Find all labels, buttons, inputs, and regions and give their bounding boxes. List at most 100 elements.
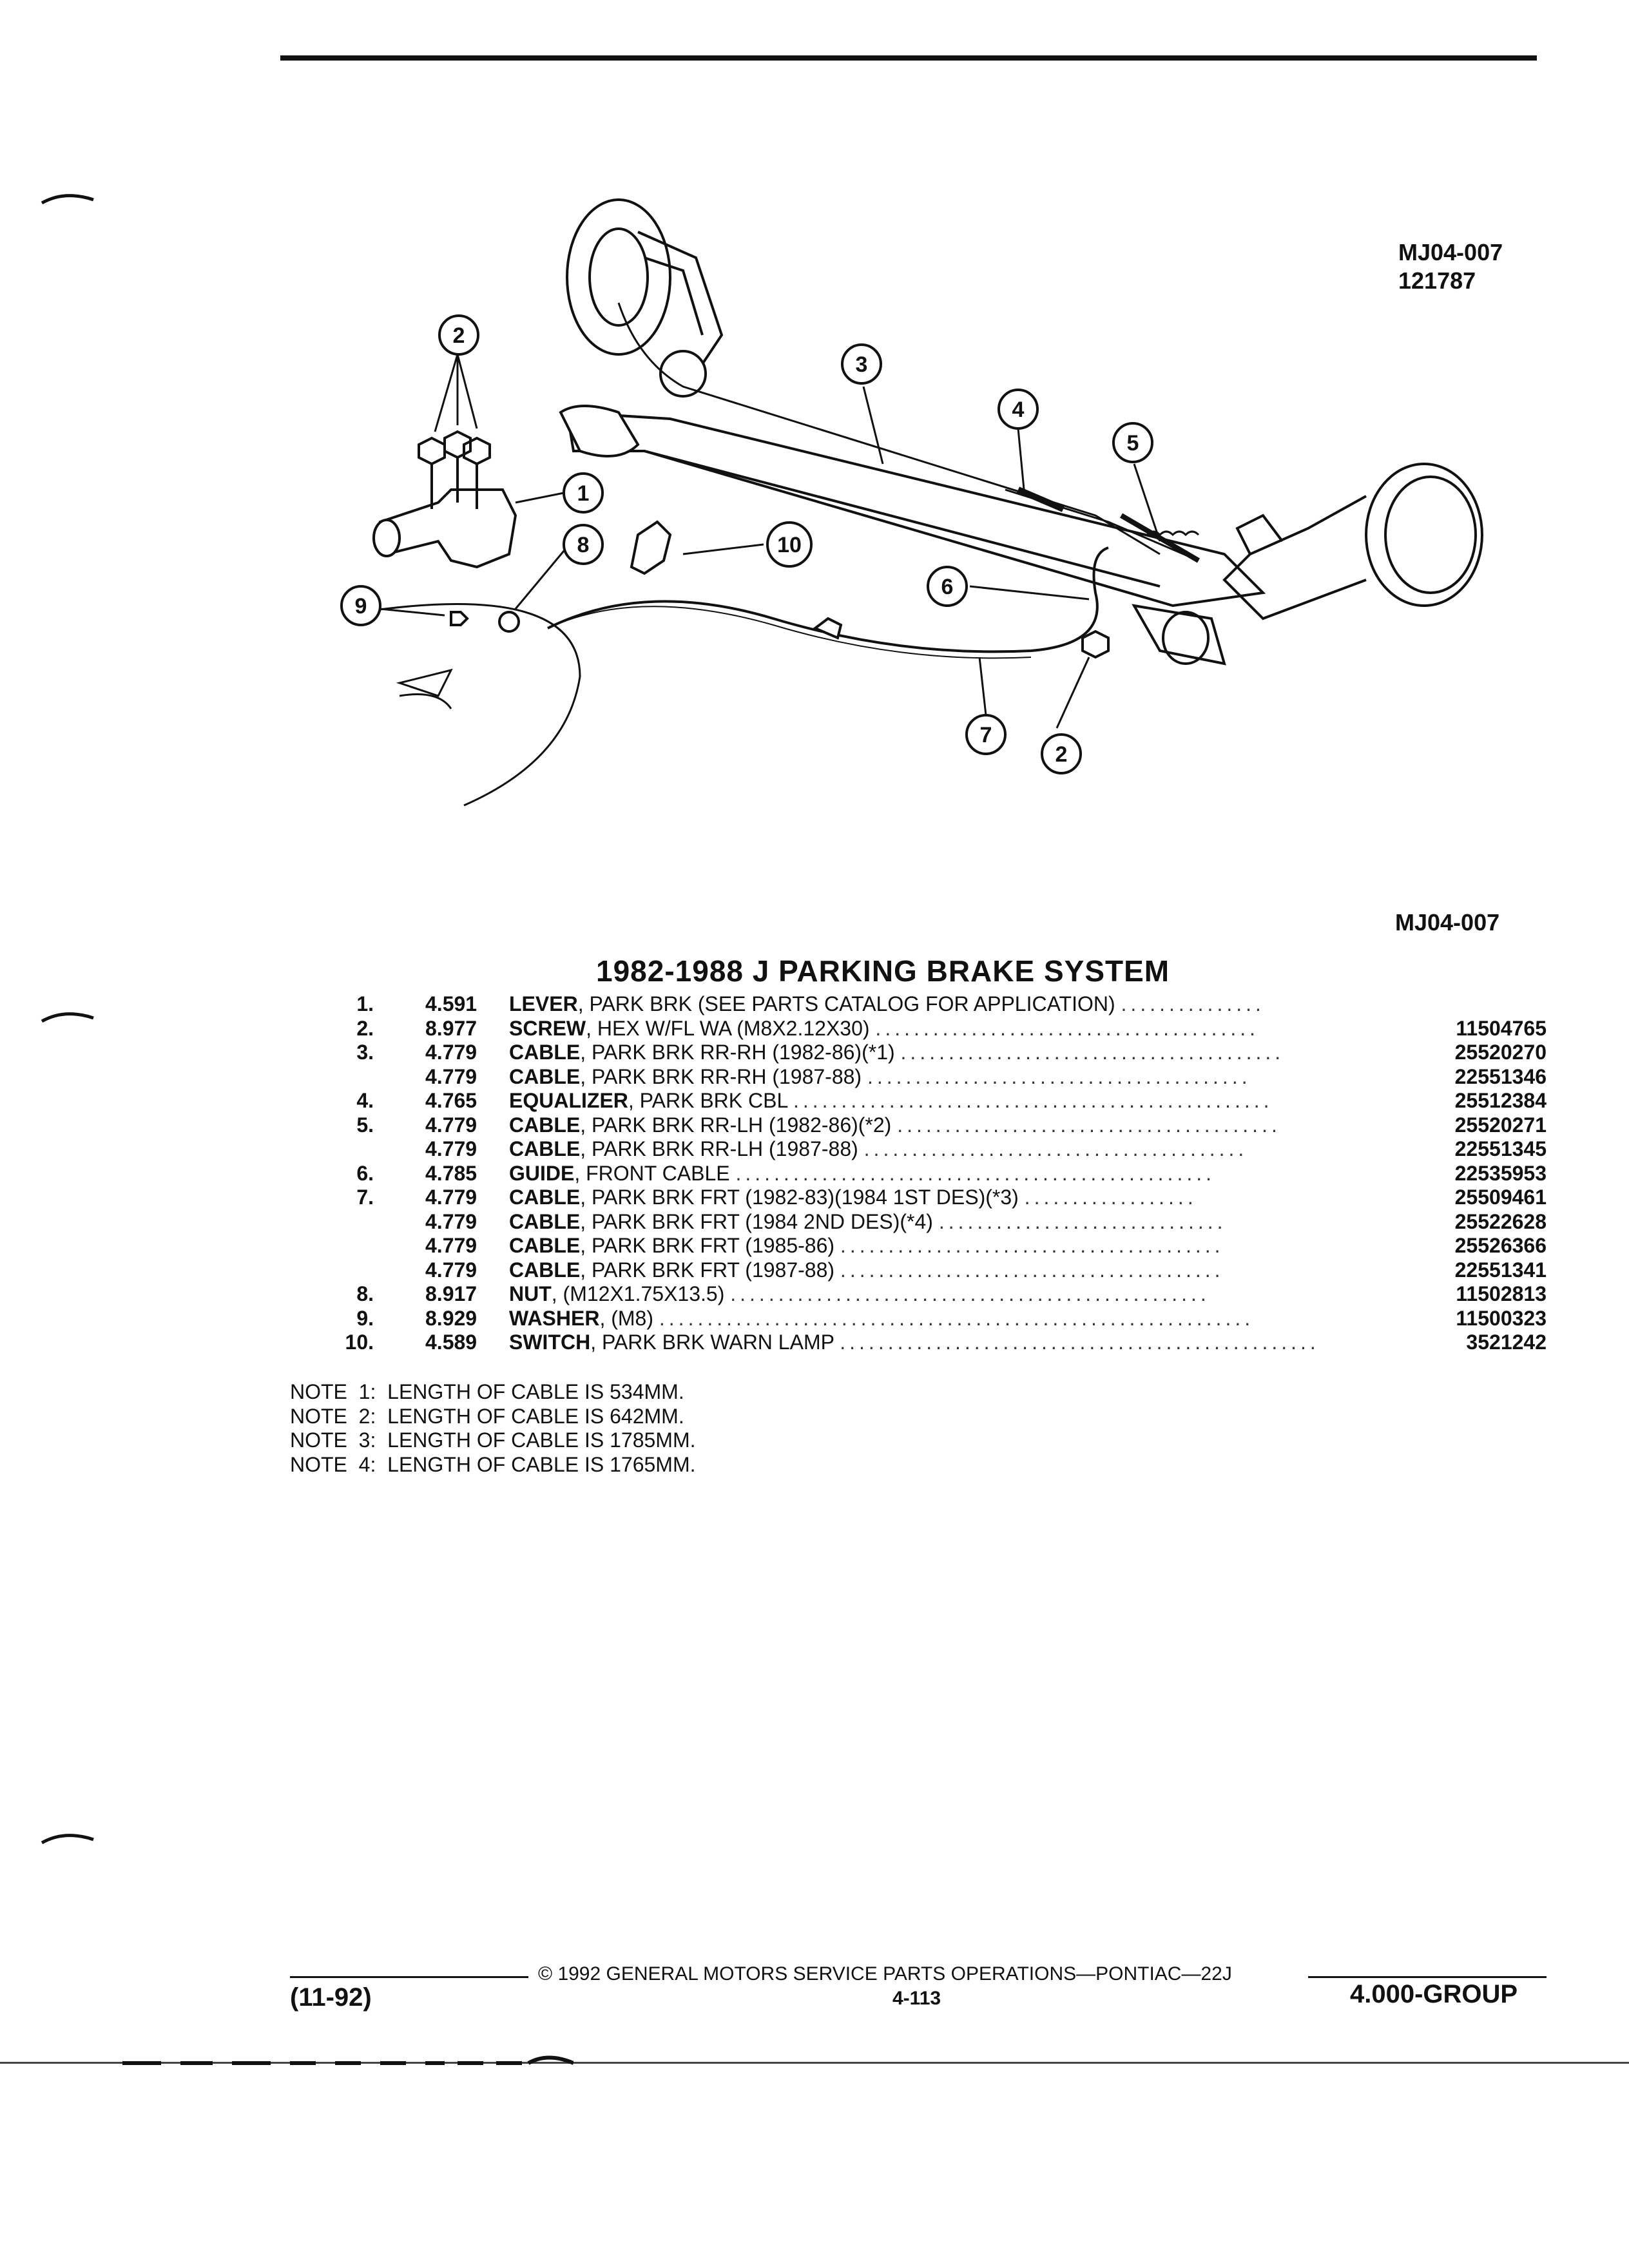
group-code: 4.591 bbox=[425, 992, 477, 1015]
margin-mark bbox=[41, 1834, 94, 1845]
group-code: 4.779 bbox=[425, 1186, 477, 1209]
group-code: 4.779 bbox=[425, 1258, 477, 1282]
part-detail: , PARK BRK FRT (1984 2ND DES)(*4) bbox=[580, 1209, 933, 1233]
part-number: 22551345 bbox=[1454, 1137, 1547, 1160]
part-number: 11502813 bbox=[1456, 1282, 1547, 1305]
park-brake-lever bbox=[378, 488, 517, 569]
diagram-date-code: 121787 bbox=[1398, 267, 1476, 294]
note: NOTE 1: LENGTH OF CABLE IS 534MM. bbox=[290, 1380, 684, 1403]
part-name: CABLE bbox=[509, 1041, 581, 1064]
parts-row: 6. 4.785 GUIDE, FRONT CABLE ............… bbox=[322, 1162, 1547, 1186]
group-label: 4.000-GROUP bbox=[1350, 1980, 1518, 2008]
part-detail: , PARK BRK RR-RH (1987-88) bbox=[580, 1064, 862, 1088]
group-code: 4.765 bbox=[425, 1089, 477, 1112]
part-name: SCREW bbox=[509, 1016, 586, 1040]
group-code: 8.917 bbox=[425, 1282, 477, 1305]
item-number: 2. bbox=[356, 1016, 374, 1040]
part-number: 25509461 bbox=[1454, 1186, 1547, 1209]
part-number: 22551341 bbox=[1454, 1258, 1547, 1282]
part-name: CABLE bbox=[509, 1209, 581, 1233]
item-number: 5. bbox=[356, 1113, 374, 1137]
page-number: 4-113 bbox=[892, 1988, 941, 2009]
callout-2-lower: 2 bbox=[1055, 742, 1068, 767]
copyright-line: © 1992 GENERAL MOTORS SERVICE PARTS OPER… bbox=[538, 1963, 1232, 1984]
part-description: CABLE, PARK BRK FRT (1982-83)(1984 1ST D… bbox=[509, 1186, 1197, 1209]
part-description: CABLE, PARK BRK FRT (1985-86) ..........… bbox=[509, 1234, 1224, 1257]
callout-7: 7 bbox=[980, 723, 992, 747]
part-number: 11504765 bbox=[1456, 1016, 1547, 1040]
group-code: 4.779 bbox=[425, 1064, 477, 1088]
notes: NOTE 1: LENGTH OF CABLE IS 534MM. NOTE 2… bbox=[290, 1380, 696, 1477]
callout-8: 8 bbox=[577, 533, 590, 557]
part-name: CABLE bbox=[509, 1234, 581, 1257]
parts-row: 5. 4.779 CABLE, PARK BRK RR-LH (1982-86)… bbox=[322, 1113, 1547, 1138]
axle-beam bbox=[565, 410, 1266, 608]
lower-brake-drum bbox=[1365, 463, 1483, 607]
callout-6: 6 bbox=[941, 575, 954, 599]
parts-row: 4.779 CABLE, PARK BRK FRT (1987-88) ....… bbox=[322, 1258, 1547, 1283]
group-code: 4.589 bbox=[425, 1331, 477, 1354]
part-description: GUIDE, FRONT CABLE .....................… bbox=[509, 1161, 1215, 1185]
margin-mark bbox=[41, 194, 94, 205]
part-detail: , PARK BRK (SEE PARTS CATALOG FOR APPLIC… bbox=[577, 992, 1115, 1015]
parts-row: 4.779 CABLE, PARK BRK FRT (1985-86) ....… bbox=[322, 1234, 1547, 1258]
part-number: 25522628 bbox=[1454, 1209, 1547, 1233]
part-name: GUIDE bbox=[509, 1161, 575, 1185]
parts-row: 2. 8.977 SCREW, HEX W/FL WA (M8X2.12X30)… bbox=[322, 1017, 1547, 1041]
part-number: 11500323 bbox=[1456, 1306, 1547, 1330]
callout-10: 10 bbox=[777, 533, 802, 557]
part-detail: , PARK BRK FRT (1985-86) bbox=[580, 1234, 835, 1257]
callout-1: 1 bbox=[577, 481, 590, 506]
part-name: CABLE bbox=[509, 1186, 581, 1209]
front-cable bbox=[547, 546, 1109, 653]
group-code: 4.779 bbox=[425, 1041, 477, 1064]
callout-4: 4 bbox=[1012, 398, 1025, 422]
callout-3: 3 bbox=[856, 352, 868, 377]
revision-date: (11-92) bbox=[290, 1983, 372, 2012]
part-name: WASHER bbox=[509, 1306, 600, 1330]
part-detail: , PARK BRK RR-RH (1982-86)(*1) bbox=[580, 1041, 895, 1064]
parking-brake-diagram: 2 1 8 9 10 3 4 5 6 7 2 bbox=[340, 198, 1483, 807]
item-number: 3. bbox=[356, 1041, 374, 1064]
part-number: 22551346 bbox=[1454, 1064, 1547, 1088]
item-number: 8. bbox=[356, 1282, 374, 1305]
rear-cable-rh bbox=[617, 302, 1161, 555]
part-name: LEVER bbox=[509, 992, 578, 1015]
part-description: SWITCH, PARK BRK WARN LAMP .............… bbox=[509, 1331, 1320, 1354]
diagram-code: MJ04-007 bbox=[1398, 239, 1503, 265]
parts-row: 4. 4.765 EQUALIZER, PARK BRK CBL .......… bbox=[322, 1089, 1547, 1113]
part-name: CABLE bbox=[509, 1137, 581, 1160]
part-description: CABLE, PARK BRK FRT (1987-88) ..........… bbox=[509, 1258, 1224, 1282]
group-code: 4.785 bbox=[425, 1161, 477, 1185]
part-number: 3521242 bbox=[1466, 1331, 1547, 1354]
callout-9: 9 bbox=[355, 594, 367, 619]
parts-row: 9. 8.929 WASHER, (M8) ..................… bbox=[322, 1307, 1547, 1331]
parts-row: 4.779 CABLE, PARK BRK FRT (1984 2ND DES)… bbox=[322, 1210, 1547, 1235]
item-number: 7. bbox=[356, 1186, 374, 1209]
part-number: 22535953 bbox=[1454, 1161, 1547, 1185]
part-detail: , PARK BRK RR-LH (1987-88) bbox=[580, 1137, 858, 1160]
part-description: LEVER, PARK BRK (SEE PARTS CATALOG FOR A… bbox=[509, 992, 1265, 1015]
group-code: 4.779 bbox=[425, 1113, 477, 1137]
group-code: 8.929 bbox=[425, 1306, 477, 1330]
part-description: CABLE, PARK BRK RR-RH (1982-86)(*1) ....… bbox=[509, 1041, 1285, 1064]
part-detail: , FRONT CABLE bbox=[574, 1161, 730, 1185]
equalizer bbox=[1119, 513, 1200, 563]
part-detail: , PARK BRK WARN LAMP bbox=[590, 1331, 834, 1354]
callout-2-upper: 2 bbox=[453, 323, 465, 348]
part-name: NUT bbox=[509, 1282, 552, 1305]
group-code: 4.779 bbox=[425, 1234, 477, 1257]
part-name: CABLE bbox=[509, 1113, 581, 1137]
parts-row: 10. 4.589 SWITCH, PARK BRK WARN LAMP ...… bbox=[322, 1331, 1547, 1355]
warning-lamp-switch bbox=[630, 520, 672, 575]
item-number: 9. bbox=[356, 1306, 374, 1330]
margin-mark bbox=[41, 1012, 94, 1023]
part-detail: , PARK BRK RR-LH (1982-86)(*2) bbox=[580, 1113, 892, 1137]
part-description: CABLE, PARK BRK FRT (1984 2ND DES)(*4) .… bbox=[509, 1209, 1227, 1233]
part-detail: , PARK BRK CBL bbox=[628, 1089, 788, 1112]
part-detail: , HEX W/FL WA (M8X2.12X30) bbox=[586, 1016, 870, 1040]
part-description: CABLE, PARK BRK RR-LH (1987-88) ........… bbox=[509, 1137, 1248, 1160]
parts-list: 1. 4.591 LEVER, PARK BRK (SEE PARTS CATA… bbox=[322, 992, 1547, 1355]
diagram-code-bottom: MJ04-007 bbox=[1395, 909, 1500, 936]
group-code: 4.779 bbox=[425, 1137, 477, 1160]
